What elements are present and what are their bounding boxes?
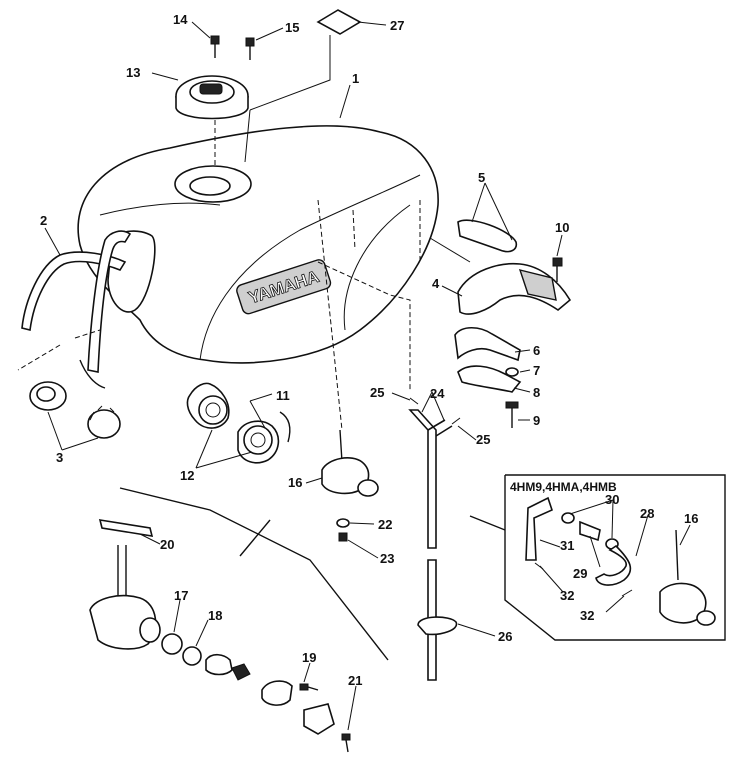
callout-5: 5 [478, 170, 485, 185]
o-ring-18 [182, 646, 202, 666]
callout-9: 9 [533, 413, 540, 428]
callout-labels: 1 2 3 4 5 6 7 8 9 10 11 12 13 14 15 16 1… [40, 12, 698, 688]
filler-cap [175, 75, 249, 120]
damper-right [87, 405, 121, 439]
fuel-tank: YAMAHA [77, 125, 439, 364]
callout-21: 21 [348, 673, 362, 688]
callout-6: 6 [533, 343, 540, 358]
callout-4: 4 [432, 276, 440, 291]
tank-rubber-strip [21, 230, 132, 389]
bolt-15 [245, 37, 255, 47]
gasket-17 [161, 633, 183, 655]
callout-29: 29 [573, 566, 587, 581]
callout-30: 30 [605, 492, 619, 507]
rubber-6 [454, 326, 521, 362]
washer-22 [336, 518, 350, 528]
callout-32-right: 32 [580, 608, 594, 623]
clip-25b [451, 417, 461, 425]
callout-16: 16 [288, 475, 302, 490]
callout-28: 28 [640, 506, 654, 521]
hose-24a [408, 409, 437, 549]
callout-23: 23 [380, 551, 394, 566]
fuel-cock [321, 429, 379, 542]
callout-32-left: 32 [560, 588, 574, 603]
callout-15: 15 [285, 20, 299, 35]
collar-7 [505, 367, 519, 377]
callout-18: 18 [208, 608, 222, 623]
callout-19: 19 [302, 650, 316, 665]
callout-31: 31 [560, 538, 574, 553]
callout-8: 8 [533, 385, 540, 400]
clip-25a [409, 397, 419, 405]
plate-8 [457, 365, 522, 393]
fuel-cock-parts [89, 519, 351, 753]
callout-2: 2 [40, 213, 47, 228]
variant-bracket-line [119, 487, 389, 661]
assembly-centerlines [17, 35, 471, 431]
variant-inset: 4HM9,4HMA,4HMB [469, 474, 726, 641]
rear-bracket-stack [454, 219, 572, 428]
cap-bolts [210, 35, 255, 60]
callout-26: 26 [498, 629, 512, 644]
callout-16-inset: 16 [684, 511, 698, 526]
caution-label [316, 9, 362, 35]
fuel-hose-assembly [408, 397, 461, 681]
damper-set [29, 381, 121, 439]
leader-lines [44, 21, 691, 731]
callout-27: 27 [390, 18, 404, 33]
callout-24: 24 [430, 386, 445, 401]
damper-left [29, 381, 67, 411]
callout-1: 1 [352, 71, 359, 86]
callout-22: 22 [378, 517, 392, 532]
screw-23 [338, 532, 348, 542]
callout-17: 17 [174, 588, 188, 603]
plate-5 [457, 219, 518, 253]
screw-21 [341, 733, 351, 741]
callout-14: 14 [173, 12, 188, 27]
inset-title: 4HM9,4HMA,4HMB [510, 480, 617, 494]
callout-12: 12 [180, 468, 194, 483]
callout-10: 10 [555, 220, 569, 235]
hose-31 [525, 496, 553, 561]
callout-25-right: 25 [476, 432, 490, 447]
callout-11: 11 [276, 388, 290, 403]
callout-3: 3 [56, 450, 63, 465]
callout-13: 13 [126, 65, 140, 80]
clip-26 [417, 616, 458, 636]
bolt-10 [552, 257, 563, 267]
callout-7: 7 [533, 363, 540, 378]
side-damper-pair [186, 382, 291, 464]
bolt-14 [210, 35, 220, 45]
callout-25-left: 25 [370, 385, 384, 400]
screw-19 [299, 683, 309, 691]
o-ring-20 [98, 519, 154, 537]
callout-20: 20 [160, 537, 174, 552]
